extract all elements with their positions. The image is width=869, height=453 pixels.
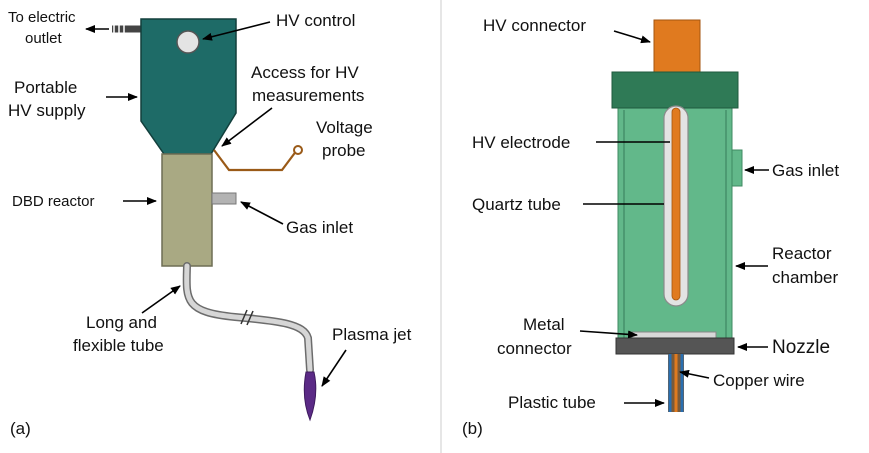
power-plug: [112, 24, 141, 34]
panel-a: To electric outlet HV control Portable H…: [8, 9, 412, 438]
voltage-probe-wire: [213, 149, 298, 172]
label-dbd-reactor: DBD reactor: [12, 193, 95, 210]
label-copper-wire: Copper wire: [713, 371, 805, 390]
label-access-hv-2: measurements: [252, 86, 364, 105]
label-plasma-jet: Plasma jet: [332, 325, 412, 344]
label-quartz-tube: Quartz tube: [472, 195, 561, 214]
arrow-hv-control: [202, 21, 271, 41]
label-plastic-tube: Plastic tube: [508, 393, 596, 412]
label-hv-connector: HV connector: [483, 16, 586, 35]
metal-connector-plate: [631, 331, 717, 339]
plasma-jet: [303, 371, 317, 422]
gas-inlet-nub-a: [211, 192, 237, 205]
voltage-probe-tip: [293, 145, 303, 155]
label-voltage-probe-1: Voltage: [316, 118, 373, 137]
label-nozzle: Nozzle: [772, 337, 830, 358]
plastic-tube-b: [668, 354, 684, 412]
arrow-plasma-jet: [321, 349, 347, 387]
dbd-reactor-body: [161, 153, 213, 267]
panel-b: HV connector HV electrode Quartz tube Ga…: [462, 16, 839, 438]
arrow-copper-wire: [679, 369, 710, 379]
arrow-hv-connector: [613, 30, 651, 44]
label-portable-supply-2: HV supply: [8, 101, 86, 120]
arrow-gas-inlet-a: [240, 201, 284, 225]
label-flexible-tube-2: flexible tube: [73, 336, 164, 355]
hv-control-knob: [176, 30, 200, 54]
label-access-hv-1: Access for HV: [251, 63, 359, 82]
top-cap: [611, 71, 739, 109]
hv-connector: [653, 19, 701, 73]
label-voltage-probe-2: probe: [322, 141, 365, 160]
arrow-flexible-tube: [141, 285, 181, 314]
label-hv-electrode: HV electrode: [472, 133, 570, 152]
label-metal-connector-1: Metal: [523, 315, 565, 334]
label-reactor-chamber-2: chamber: [772, 268, 838, 287]
arrow-access-hv: [221, 107, 273, 147]
label-gas-inlet-a: Gas inlet: [286, 218, 353, 237]
panel-a-tag: (a): [10, 419, 31, 438]
nozzle: [615, 337, 735, 355]
label-hv-control: HV control: [276, 11, 355, 30]
label-to-electric-outlet-1: To electric: [8, 9, 76, 26]
label-to-electric-outlet-2: outlet: [25, 30, 63, 47]
hv-electrode: [671, 107, 681, 301]
arrow-metal-connector: [579, 330, 638, 339]
label-portable-supply-1: Portable: [14, 78, 77, 97]
label-gas-inlet-b: Gas inlet: [772, 161, 839, 180]
flexible-tube: [182, 262, 314, 374]
label-metal-connector-2: connector: [497, 339, 572, 358]
label-reactor-chamber-1: Reactor: [772, 244, 832, 263]
label-flexible-tube-1: Long and: [86, 313, 157, 332]
panel-b-tag: (b): [462, 419, 483, 438]
